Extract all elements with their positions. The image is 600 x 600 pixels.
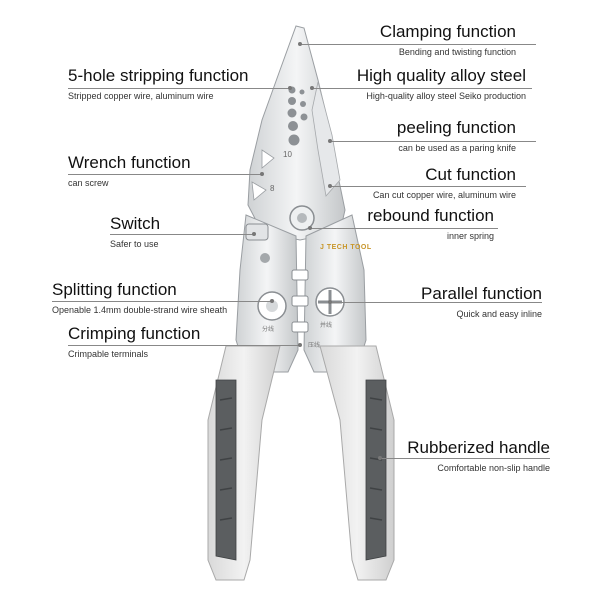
cutting-blade (311, 81, 341, 197)
leader-peeling (330, 141, 536, 142)
label-handle-sub: Comfortable non-slip handle (437, 463, 550, 473)
leader-switch (110, 234, 254, 235)
label-peeling-sub: can be used as a paring knife (398, 143, 516, 153)
label-five-hole-title: 5-hole stripping function (68, 66, 249, 85)
label-switch-sub: Safer to use (110, 239, 159, 249)
label-rebound-sub: inner spring (446, 231, 494, 241)
label-rebound-title: rebound function (367, 206, 494, 225)
label-clamping-title: Clamping function (379, 22, 516, 41)
crimp-slots (291, 269, 309, 333)
leader-wrench (68, 174, 262, 175)
leader-parallel (330, 302, 542, 303)
label-alloy-sub: High-quality alloy steel Seiko productio… (366, 91, 526, 101)
label-cut: Cut function Can cut copper wire, alumin… (373, 165, 516, 201)
leader-dot (328, 184, 332, 188)
hole-label-parallel: 并线 (320, 323, 333, 329)
leader-dot (298, 343, 302, 347)
label-peeling-title: peeling function (396, 118, 516, 137)
leader-dot (378, 456, 382, 460)
leader-dot (298, 42, 302, 46)
leader-dot (310, 86, 314, 90)
grip-left (215, 379, 237, 561)
label-five-hole: 5-hole stripping function Stripped coppe… (68, 66, 249, 102)
leader-clamping (300, 44, 536, 45)
hole-label-crimp: 压线 (308, 343, 321, 349)
grip-right (365, 379, 387, 561)
label-crimping-sub: Crimpable terminals (68, 349, 149, 359)
label-clamping: Clamping function Bending and twisting f… (380, 22, 516, 58)
label-cut-title: Cut function (425, 165, 516, 184)
label-alloy-title: High quality alloy steel (356, 66, 526, 85)
leader-dot (308, 226, 312, 230)
leader-dot (328, 300, 332, 304)
label-crimping-title: Crimping function (68, 324, 201, 343)
safety-switch (245, 223, 269, 241)
label-switch-title: Switch (110, 214, 161, 233)
label-splitting-sub: Openable 1.4mm double-strand wire sheath (52, 305, 228, 315)
hole-label-split: 分线 (262, 327, 275, 333)
leader-crimping (68, 345, 300, 346)
label-splitting-title: Splitting function (52, 280, 177, 299)
label-parallel-title: Parallel function (421, 284, 542, 303)
leader-rebound (310, 228, 498, 229)
leader-dot (270, 299, 274, 303)
label-parallel-sub: Quick and easy inline (456, 309, 542, 319)
scale-mark-8: 8 (270, 184, 275, 193)
label-parallel: Parallel function Quick and easy inline (421, 284, 542, 320)
label-wrench: Wrench function can screw (68, 153, 191, 189)
wrench-notch (261, 149, 275, 169)
label-wrench-sub: can screw (68, 178, 109, 188)
leader-handle (380, 458, 550, 459)
leader-five-hole (68, 88, 290, 89)
label-handle: Rubberized handle Comfortable non-slip h… (407, 438, 550, 474)
label-clamping-sub: Bending and twisting function (398, 47, 516, 57)
wrench-notch-2 (251, 181, 267, 201)
label-handle-title: Rubberized handle (407, 438, 550, 457)
leader-dot (328, 139, 332, 143)
leader-alloy (312, 88, 532, 89)
label-switch: Switch Safer to use (110, 214, 160, 250)
label-crimping: Crimping function Crimpable terminals (68, 324, 200, 360)
label-five-hole-sub: Stripped copper wire, aluminum wire (68, 91, 214, 101)
stripping-holes-right (299, 89, 308, 121)
scale-mark-10: 10 (283, 150, 292, 159)
leader-dot (252, 232, 256, 236)
leader-dot (260, 172, 264, 176)
leader-cut (330, 186, 526, 187)
leader-splitting (52, 301, 272, 302)
label-alloy: High quality alloy steel High-quality al… (357, 66, 526, 102)
stripping-holes (287, 86, 300, 146)
label-cut-sub: Can cut copper wire, aluminum wire (372, 190, 516, 200)
leader-dot (288, 86, 292, 90)
brand-logo: J TECH TOOL (320, 244, 372, 251)
label-rebound: rebound function inner spring (367, 206, 494, 242)
label-wrench-title: Wrench function (68, 153, 191, 172)
label-splitting: Splitting function Openable 1.4mm double… (52, 280, 227, 316)
label-peeling: peeling function can be used as a paring… (397, 118, 516, 154)
